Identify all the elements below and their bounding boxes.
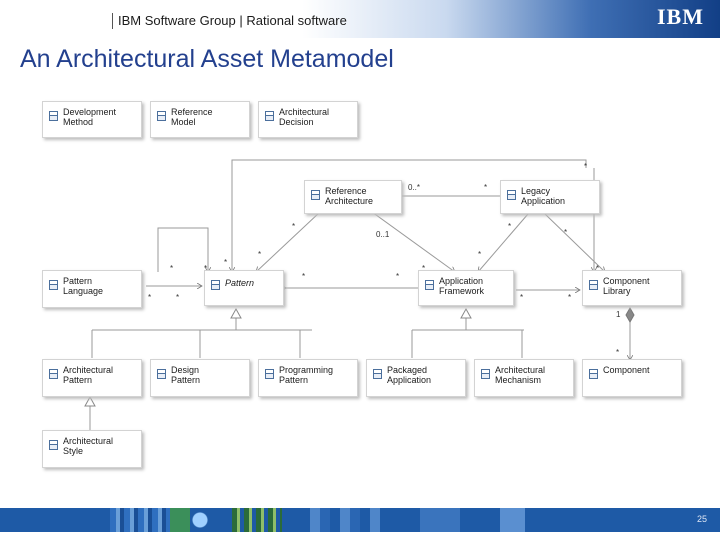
- footer-photo-strip: [420, 508, 460, 532]
- mult-label: *: [292, 222, 296, 231]
- class-architectural-mechanism: Architectural Mechanism: [474, 359, 574, 397]
- ibm-logo: IBM: [657, 4, 704, 29]
- mult-label: *: [224, 258, 228, 267]
- class-label: Application Framework: [439, 276, 485, 296]
- uml-class-icon: [265, 111, 274, 121]
- assoc-refarch-appfw: [371, 211, 455, 272]
- class-component-library: Component Library: [582, 270, 682, 306]
- mult-label: *: [484, 183, 488, 192]
- uml-class-icon: [49, 440, 58, 450]
- composition-diamond: [625, 306, 635, 324]
- assoc-legacy-appfw: [478, 213, 529, 272]
- uml-class-icon: [49, 111, 58, 121]
- class-label: Reference Architecture: [325, 186, 374, 206]
- class-reference-model: Reference Model: [150, 101, 250, 138]
- generalization-appfw: [460, 307, 472, 319]
- uml-class-icon: [211, 280, 220, 290]
- header-bar: IBM Software Group | Rational software I…: [0, 0, 720, 38]
- uml-class-icon: [157, 111, 166, 121]
- brand-label: IBM Software Group | Rational software: [112, 13, 347, 29]
- mult-label: *: [422, 264, 426, 273]
- uml-class-icon: [49, 369, 58, 379]
- class-label: Architectural Pattern: [63, 365, 114, 385]
- uml-class-icon: [589, 280, 598, 290]
- class-label: Architectural Decision: [279, 107, 330, 127]
- mult-label: *: [148, 293, 152, 302]
- class-label: Reference Model: [171, 107, 213, 127]
- uml-class-icon: [425, 280, 434, 290]
- mult-label: *: [584, 162, 588, 171]
- mult-label: 1: [616, 310, 621, 319]
- footer-photo-strip: [232, 508, 282, 532]
- assoc-refarch-pattern: [256, 211, 321, 272]
- uml-class-icon: [265, 369, 274, 379]
- class-label: Development Method: [63, 107, 117, 127]
- class-application-framework: Application Framework: [418, 270, 514, 306]
- class-label: Component Library: [603, 276, 650, 296]
- class-label: Architectural Mechanism: [495, 365, 546, 385]
- uml-class-icon: [311, 190, 320, 200]
- uml-class-icon: [49, 280, 58, 290]
- class-architectural-pattern: Architectural Pattern: [42, 359, 142, 397]
- mult-label: *: [176, 293, 180, 302]
- class-component: Component: [582, 359, 682, 397]
- uml-class-icon: [481, 369, 490, 379]
- uml-class-icon: [507, 190, 516, 200]
- mult-label: *: [616, 348, 620, 357]
- mult-label: *: [396, 272, 400, 281]
- page-number: 25: [697, 514, 708, 524]
- mult-label: *: [478, 250, 482, 259]
- footer-photo-strip: [170, 508, 190, 532]
- mult-label: *: [596, 264, 600, 273]
- class-pattern: Pattern: [204, 270, 284, 306]
- class-architectural-style: Architectural Style: [42, 430, 142, 468]
- uml-class-icon: [373, 369, 382, 379]
- footer-photo-strip: [300, 508, 380, 532]
- class-architectural-decision: Architectural Decision: [258, 101, 358, 138]
- assoc-top-pattern: [232, 159, 587, 272]
- class-design-pattern: Design Pattern: [150, 359, 250, 397]
- class-label: Legacy Application: [521, 186, 566, 206]
- uml-class-icon: [157, 369, 166, 379]
- class-label: Design Pattern: [171, 365, 201, 385]
- mult-label: *: [508, 222, 512, 231]
- class-pattern-language: Pattern Language: [42, 270, 142, 308]
- generalization-pattern: [230, 307, 242, 319]
- mult-label: *: [258, 250, 262, 259]
- class-label: Component: [603, 365, 650, 375]
- slide-title: An Architectural Asset Metamodel: [20, 45, 394, 73]
- class-label: Packaged Application: [387, 365, 432, 385]
- class-development-method: Development Method: [42, 101, 142, 138]
- class-label: Programming Pattern: [279, 365, 334, 385]
- footer-photo-strip: [110, 508, 170, 532]
- class-programming-pattern: Programming Pattern: [258, 359, 358, 397]
- footer-bar: [0, 508, 720, 532]
- footer-photo-strip: [190, 508, 210, 532]
- class-label: Pattern Language: [63, 276, 104, 296]
- class-reference-architecture: Reference Architecture: [304, 180, 402, 214]
- assoc-legacy-complib: [544, 213, 605, 272]
- assoc-patternlang-loop: [157, 227, 208, 272]
- footer-photo-strip: [500, 508, 525, 532]
- mult-label: *: [520, 293, 524, 302]
- class-label: Pattern: [225, 278, 255, 288]
- mult-label: 0..1: [376, 230, 390, 239]
- class-legacy-application: Legacy Application: [500, 180, 600, 214]
- mult-label: *: [204, 264, 208, 273]
- class-packaged-application: Packaged Application: [366, 359, 466, 397]
- generalization-archpattern: [84, 395, 96, 407]
- mult-label: *: [564, 228, 568, 237]
- mult-label: *: [568, 293, 572, 302]
- mult-label: 0..*: [408, 183, 421, 192]
- mult-label: *: [302, 272, 306, 281]
- uml-class-icon: [589, 369, 598, 379]
- class-label: Architectural Style: [63, 436, 114, 456]
- mult-label: *: [170, 264, 174, 273]
